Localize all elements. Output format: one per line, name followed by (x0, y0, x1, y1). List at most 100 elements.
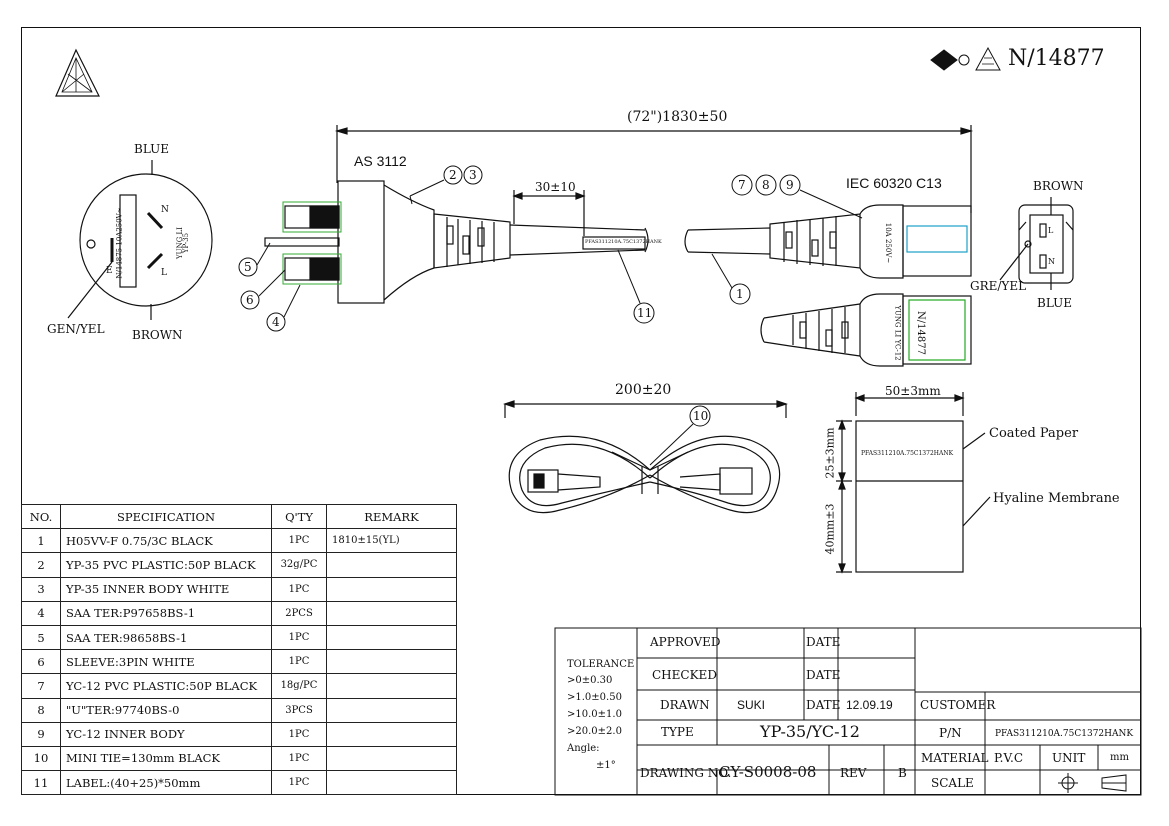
plug-face-diagram (67, 160, 213, 320)
connector-face-diagram (999, 197, 1074, 290)
spec-cell: 1PC (271, 745, 327, 772)
tb-unit: UNIT (1052, 751, 1086, 765)
spec-cell: 8 (21, 697, 61, 723)
connector-body (684, 204, 972, 279)
rcm-icon (930, 49, 970, 71)
spec-cell: YP-35 PVC PLASTIC:50P BLACK (60, 552, 272, 578)
conn-pin-l: L (1048, 226, 1054, 235)
callout-1: 1 (736, 287, 744, 301)
spec-cell: 2PCS (271, 600, 327, 626)
dim-coil-label: 200±20 (615, 382, 672, 398)
plug-brand-2: YP-35 (182, 232, 191, 254)
tb-checked: CHECKED (652, 668, 717, 682)
connector-standard: IEC 60320 C13 (846, 175, 942, 191)
coiled-cord (503, 400, 788, 514)
callout-11: 11 (637, 306, 653, 320)
spec-cell: 1PC (271, 721, 327, 747)
spec-cell (326, 770, 457, 796)
label-paper: Coated Paper (989, 426, 1079, 441)
spec-cell (326, 673, 457, 699)
callout-bubbles (238, 165, 863, 466)
spec-cell: SAA TER:98658BS-1 (60, 624, 272, 651)
tb-scale: SCALE (931, 776, 974, 790)
conn-label-gnd: GRE/YEL (970, 279, 1027, 293)
spec-cell: 11 (21, 770, 61, 796)
conn-pin-n: N (1048, 257, 1055, 266)
spec-cell: 9 (21, 721, 61, 747)
tolerance-line: >10.0±1.0 (567, 709, 622, 720)
spec-cell: 3PCS (271, 697, 327, 723)
spec-cell (326, 600, 457, 626)
spec-header-qty: Q'TY (271, 503, 327, 530)
spec-cell: 1810±15(YL) (326, 528, 457, 554)
spec-cell: 3 (21, 576, 61, 602)
callout-6: 6 (246, 293, 254, 307)
spec-cell: SAA TER:P97658BS-1 (60, 600, 272, 626)
tb-material: MATERIAL (921, 751, 989, 765)
callout-3: 3 (469, 168, 477, 182)
dim-label-paper: 25±3mm (823, 427, 837, 479)
tb-date-2: DATE (806, 668, 841, 682)
connector-rating: 10A 250V~ (884, 222, 893, 264)
tb-customer: CUSTOMER (920, 698, 996, 712)
spec-cell: 32g/PC (271, 552, 327, 578)
spec-cell: MINI TIE=130mm BLACK (60, 745, 272, 772)
tb-date-value: 12.09.19 (846, 698, 893, 712)
spec-cell: 18g/PC (271, 673, 327, 699)
spec-cell: YC-12 INNER BODY (60, 721, 272, 747)
spec-cell: 10 (21, 745, 61, 772)
spec-cell: 1 (21, 528, 61, 554)
callout-9: 9 (786, 178, 794, 192)
title-block-lines (554, 627, 1142, 796)
tb-type: TYPE (661, 725, 694, 739)
tb-approved: APPROVED (650, 635, 721, 649)
spec-cell: SLEEVE:3PIN WHITE (60, 649, 272, 675)
tb-rev: REV (840, 766, 867, 780)
tolerance-line: >20.0±2.0 (567, 726, 622, 737)
plug-body (264, 180, 649, 304)
face-label-blue: BLUE (134, 142, 170, 156)
label-membrane: Hyaline Membrane (993, 491, 1120, 506)
callout-5: 5 (244, 260, 252, 274)
spec-cell (326, 721, 457, 747)
tolerance-line: >0±0.30 (567, 675, 613, 686)
tolerance-line: >1.0±0.50 (567, 692, 622, 703)
spec-cell: 1PC (271, 649, 327, 675)
tb-rev-value: B (898, 766, 907, 780)
spec-header-spec: SPECIFICATION (60, 503, 272, 530)
spec-cell: 2 (21, 552, 61, 578)
tb-date-3: DATE (806, 698, 841, 712)
spec-cell: YC-12 PVC PLASTIC:50P BLACK (60, 673, 272, 699)
tb-drawn: DRAWN (660, 698, 710, 712)
connector-body-rear (760, 293, 972, 367)
spec-cell: 1PC (271, 576, 327, 602)
plug-rating-text: N/14875 10A250V~ (115, 207, 124, 279)
pin-e: E (106, 266, 113, 276)
spec-cell: LABEL:(40+25)*50mm (60, 770, 272, 796)
spec-header-remark: REMARK (326, 503, 457, 530)
spec-cell: 1PC (271, 528, 327, 554)
connector-cert: N/14877 (914, 311, 926, 355)
tolerance-title: TOLERANCE (567, 659, 635, 670)
dim-label-width: 50±3mm (885, 384, 941, 398)
tolerance-line: Angle: (567, 743, 600, 754)
spec-cell (326, 745, 457, 772)
tb-drawing-no-value: CY-S0008-08 (719, 763, 817, 781)
dimension-overall (334, 125, 974, 213)
callout-10: 10 (693, 409, 709, 423)
tolerance-line: ±1° (596, 760, 616, 771)
callout-4: 4 (272, 315, 280, 329)
spec-cell (326, 552, 457, 578)
tb-pn-value: PFAS311210A.75C1372HANK (995, 729, 1134, 739)
